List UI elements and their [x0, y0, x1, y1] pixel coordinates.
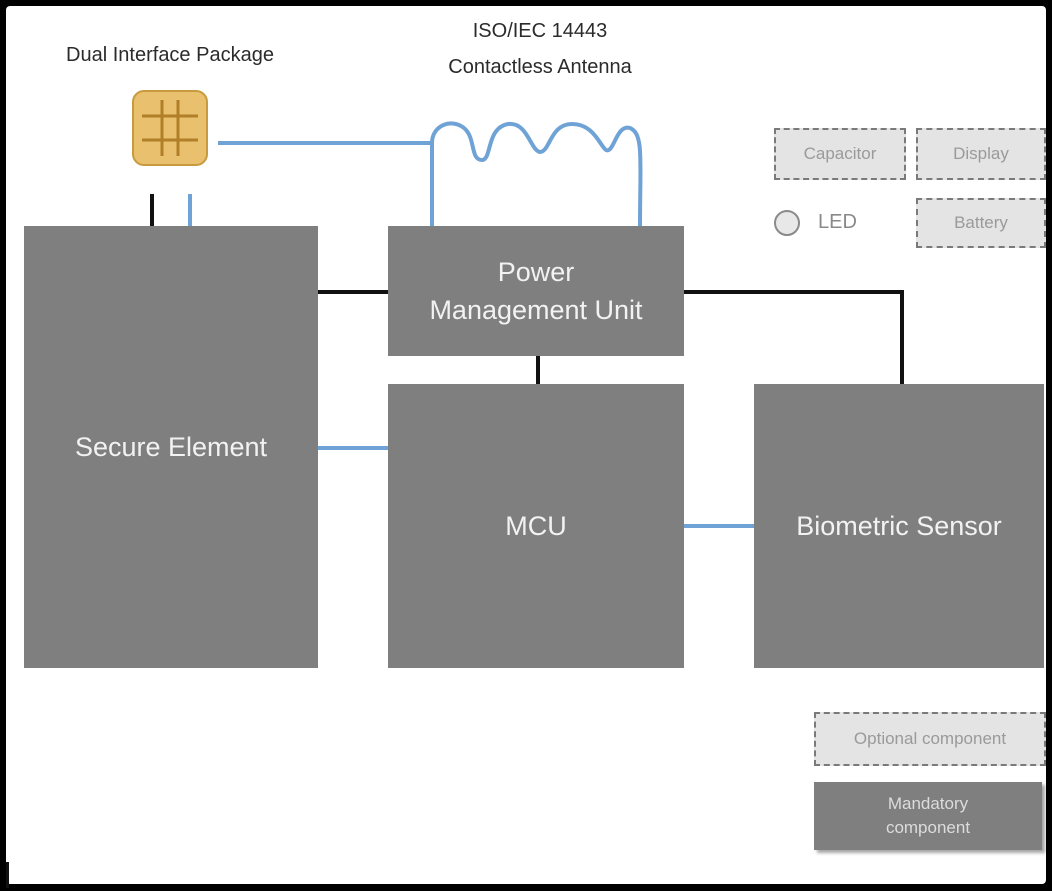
legend-optional-label: Optional component: [853, 729, 1007, 748]
secure-element-label: Secure Element: [74, 432, 268, 462]
power-to-biometric: [684, 290, 904, 386]
legend-mandatory-label-line2: component: [885, 818, 971, 837]
secure-element-box: Secure Element: [24, 226, 318, 668]
display-label: Display: [953, 144, 1009, 163]
antenna-label-line1: ISO/IEC 14443: [472, 20, 608, 42]
power-management-label-line2: Management Unit: [429, 295, 643, 325]
antenna-label-line2: Contactless Antenna: [448, 56, 632, 78]
legend-mandatory-label-line1: Mandatory: [887, 794, 969, 813]
led-icon: [774, 210, 800, 236]
biometric-sensor-label: Biometric Sensor: [796, 511, 1002, 541]
capacitor-box: Capacitor: [774, 128, 906, 180]
battery-box: Battery: [916, 198, 1046, 248]
legend-mandatory-box: Mandatory component: [814, 782, 1042, 850]
antenna-coil: [430, 121, 643, 227]
led-label: LED: [818, 211, 857, 233]
frame-edge-mark: [6, 862, 9, 888]
smart-card-chip-icon: [132, 90, 208, 166]
biometric-sensor-box: Biometric Sensor: [754, 384, 1044, 668]
display-box: Display: [916, 128, 1046, 180]
power-management-label-line1: Power: [497, 257, 575, 287]
mcu-label: MCU: [505, 511, 567, 541]
battery-label: Battery: [954, 213, 1008, 232]
package-title: Dual Interface Package: [66, 44, 274, 66]
mcu-box: MCU: [388, 384, 684, 668]
legend-optional-box: Optional component: [814, 712, 1046, 766]
power-management-box: Power Management Unit: [388, 226, 684, 356]
capacitor-label: Capacitor: [803, 144, 877, 163]
